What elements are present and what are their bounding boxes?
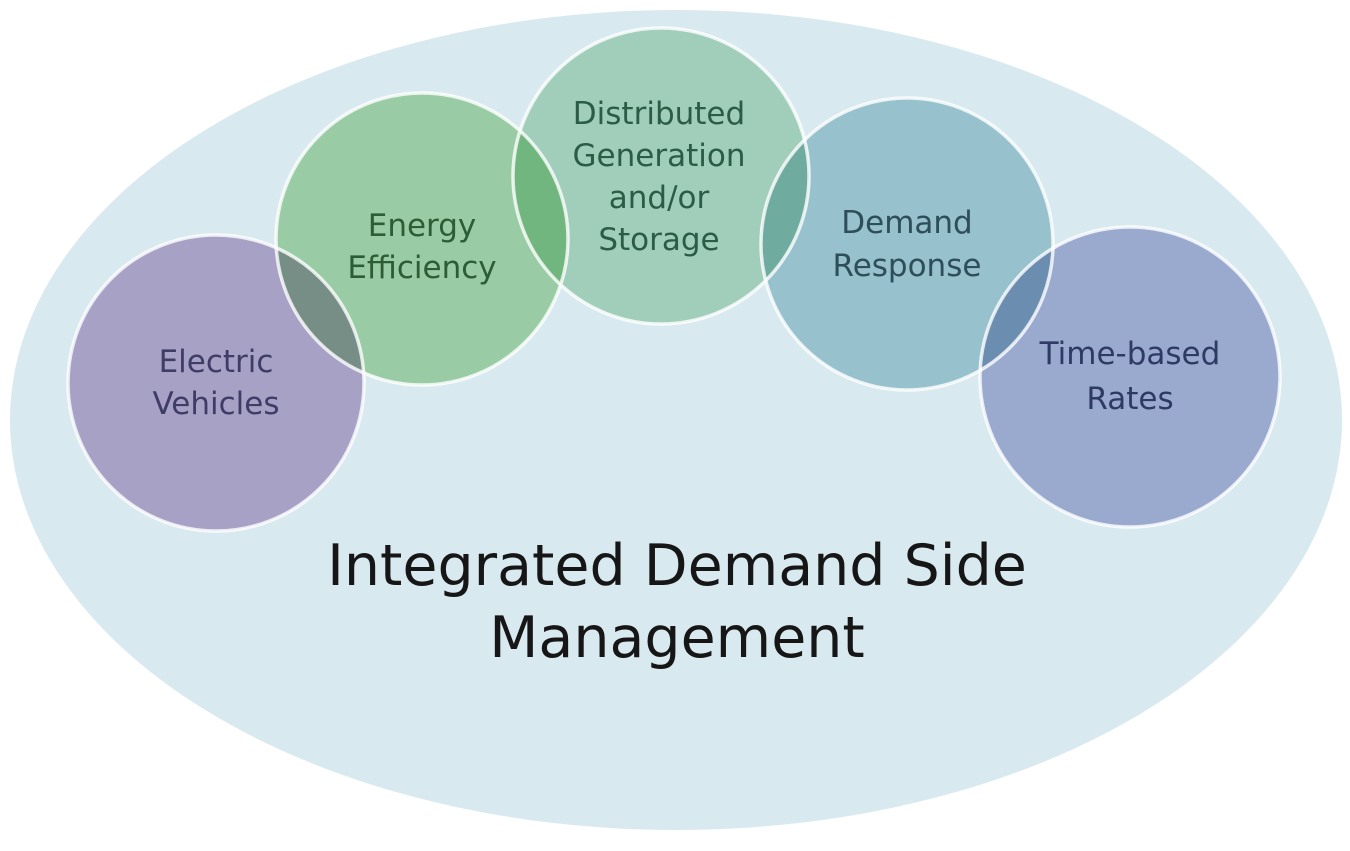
label-time-based-rates-line1: Time-based <box>1039 336 1221 372</box>
circle-rings <box>66 26 1282 533</box>
ring-electric-vehicles <box>66 233 366 533</box>
label-electric-vehicles-line1: Electric <box>159 344 274 380</box>
circle-time-based-rates <box>980 227 1280 527</box>
ring-energy-efficiency <box>274 91 570 387</box>
node-labels: Electric Vehicles Energy Efficiency Dist… <box>152 96 1220 422</box>
ring-time-based-rates <box>978 225 1282 529</box>
circle-energy-efficiency <box>276 93 568 385</box>
diagram-title-line2: Management <box>489 605 864 671</box>
label-distributed-generation-line4: Storage <box>598 222 719 258</box>
label-distributed-generation-line2: Generation <box>573 138 746 174</box>
diagram-title: Integrated Demand Side Management <box>327 533 1027 671</box>
label-electric-vehicles-line2: Vehicles <box>152 386 279 422</box>
circle-electric-vehicles <box>68 235 364 531</box>
label-time-based-rates-line2: Rates <box>1086 381 1173 417</box>
label-distributed-generation-line3: and/or <box>609 180 710 216</box>
ring-distributed-generation <box>511 26 811 326</box>
label-energy-efficiency-line1: Energy <box>368 208 477 244</box>
label-energy-efficiency-line2: Efficiency <box>347 250 496 286</box>
diagram-title-line1: Integrated Demand Side <box>327 533 1027 599</box>
diagram-shapes <box>10 10 1342 830</box>
label-distributed-generation-line1: Distributed <box>573 96 745 132</box>
label-demand-response-line2: Response <box>833 248 982 284</box>
label-demand-response-line1: Demand <box>841 205 972 241</box>
circle-demand-response <box>761 98 1053 390</box>
circle-distributed-generation <box>513 28 809 324</box>
ring-demand-response <box>759 96 1055 392</box>
